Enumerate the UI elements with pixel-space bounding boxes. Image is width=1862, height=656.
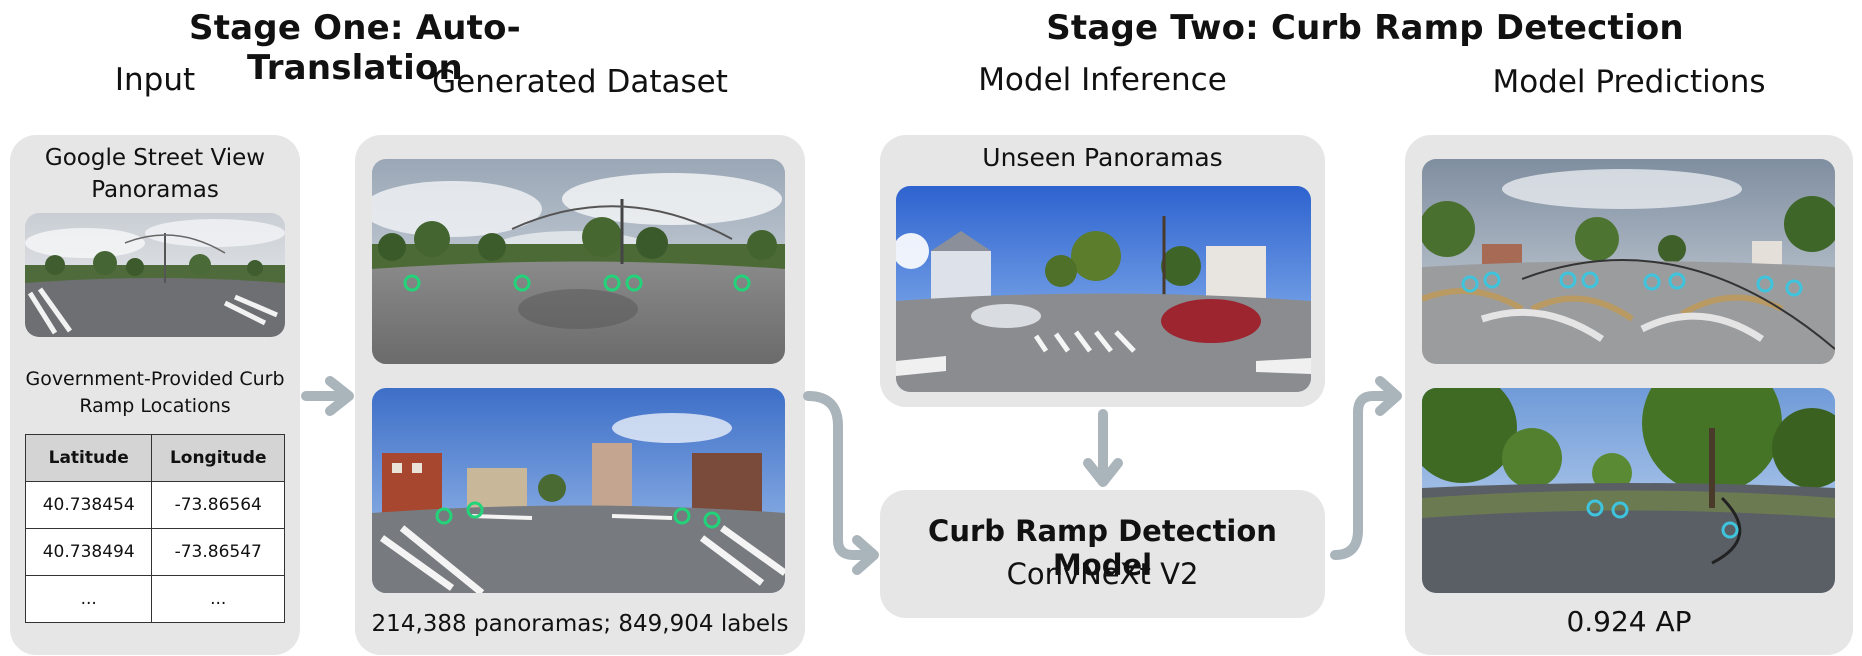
predicted-curb-ramp-markers [1461, 271, 1803, 297]
model-inference-title: Model Inference [978, 62, 1227, 98]
ground-truth-label-markers [435, 501, 721, 529]
arrow-dataset-to-model [803, 391, 879, 575]
arrow-input-to-dataset [301, 376, 354, 416]
generated-dataset-title: Generated Dataset [432, 64, 728, 100]
table-row: 40.738454 -73.86564 [24, 481, 285, 529]
table-header-row: Latitude Longitude [24, 434, 285, 482]
table-cell: ... [151, 575, 285, 623]
gsv-label-line2: Panoramas [91, 177, 219, 203]
gov-label-line1: Government-Provided Curb [25, 368, 285, 390]
prediction-panorama-2 [1422, 388, 1835, 593]
arrow-model-to-predictions [1330, 376, 1402, 560]
curb-ramp-model-box [880, 490, 1325, 618]
gov-label-line2: Ramp Locations [79, 395, 231, 417]
table-cell: ... [24, 575, 153, 623]
predicted-curb-ramp-markers [1586, 499, 1739, 539]
longitude-header: Longitude [151, 434, 285, 482]
arrow-unseen-to-model [1083, 409, 1123, 487]
table-cell: 40.738494 [24, 528, 153, 576]
table-cell: 40.738454 [24, 481, 153, 529]
model-architecture: ConvNeXt V2 [1006, 557, 1199, 591]
table-cell: -73.86564 [151, 481, 285, 529]
gov-label: Government-Provided Curb Ramp Locations [10, 366, 300, 420]
dataset-panorama-1 [372, 159, 785, 364]
ground-truth-label-markers [403, 274, 751, 292]
curb-ramp-locations-table: Latitude Longitude 40.738454 -73.86564 4… [24, 434, 285, 623]
unseen-panoramas-label: Unseen Panoramas [982, 143, 1223, 172]
latitude-header: Latitude [24, 434, 153, 482]
model-predictions-title: Model Predictions [1492, 64, 1766, 100]
dataset-caption: 214,388 panoramas; 849,904 labels [371, 611, 789, 637]
stage-two-title: Stage Two: Curb Ramp Detection [1046, 8, 1684, 48]
input-panorama-image [25, 213, 285, 337]
dataset-panorama-2 [372, 388, 785, 593]
average-precision-score: 0.924 AP [1566, 605, 1692, 638]
unseen-panorama-image [896, 186, 1311, 392]
table-cell: -73.86547 [151, 528, 285, 576]
table-row: 40.738494 -73.86547 [24, 528, 285, 576]
stage-one-title: Stage One: Auto-Translation [189, 8, 521, 88]
gsv-label: Google Street View Panoramas [10, 142, 300, 206]
gsv-label-line1: Google Street View [44, 145, 266, 171]
prediction-panorama-1 [1422, 159, 1835, 364]
model-name: Curb Ramp Detection Model [928, 514, 1277, 582]
input-title: Input [114, 62, 196, 98]
table-row: ... ... [24, 575, 285, 623]
